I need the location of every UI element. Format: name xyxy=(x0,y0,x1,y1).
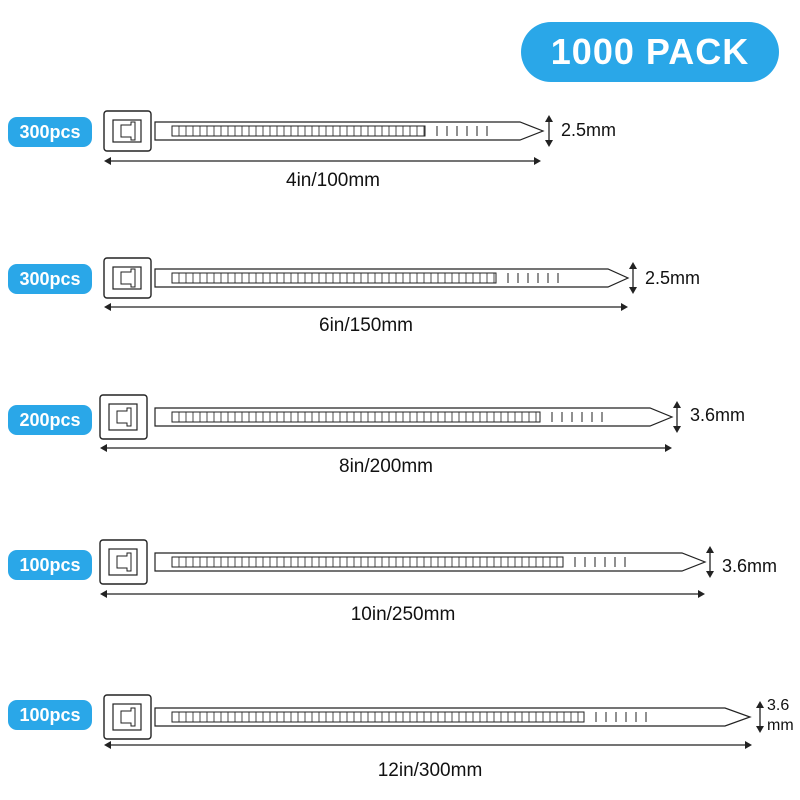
tie-head xyxy=(99,539,148,585)
tie-head-slot xyxy=(108,403,138,431)
length-arrow-left xyxy=(100,444,107,452)
tie-rack xyxy=(171,125,426,137)
tie-head xyxy=(103,110,152,152)
width-unit: mm xyxy=(767,717,794,734)
width-arrow-down xyxy=(756,726,764,733)
quantity-label: 100pcs xyxy=(19,554,81,575)
tie-head-slot xyxy=(112,266,142,290)
width-arrow-up xyxy=(545,115,553,122)
length-arrow-right xyxy=(534,157,541,165)
quantity-label: 200pcs xyxy=(19,409,81,430)
tie-rack xyxy=(171,556,564,568)
width-label-4in: 2.5mm xyxy=(561,120,617,140)
width-arrow-up xyxy=(673,401,681,408)
length-label-6in: 6in/150mm xyxy=(319,315,413,336)
width-arrow-up xyxy=(756,701,764,708)
length-arrow-left xyxy=(100,590,107,598)
tie-head-slot xyxy=(108,548,138,576)
width-label-6in: 2.5mm xyxy=(645,268,701,288)
length-label-8in: 8in/200mm xyxy=(339,456,433,477)
length-arrow-left xyxy=(104,741,111,749)
tie-head-pawl xyxy=(116,407,132,427)
tie-head xyxy=(103,257,152,299)
width-arrow-up xyxy=(706,546,714,553)
tie-rack xyxy=(171,711,585,723)
width-arrow-up xyxy=(629,262,637,269)
quantity-badge-8in: 200pcs xyxy=(8,405,92,435)
width-label-12in: 3.6 mm xyxy=(767,696,794,736)
tie-head-slot xyxy=(112,703,142,731)
quantity-badge-4in: 300pcs xyxy=(8,117,92,147)
width-label-10in: 3.6mm xyxy=(722,556,778,576)
width-arrow-down xyxy=(673,426,681,433)
width-label-8in: 3.6mm xyxy=(690,405,746,425)
length-arrow-right xyxy=(745,741,752,749)
length-arrow-right xyxy=(665,444,672,452)
tie-head xyxy=(99,394,148,440)
pack-count-badge: 1000 PACK xyxy=(521,22,779,82)
tie-rack xyxy=(171,272,497,284)
width-value: 3.6 xyxy=(767,697,790,714)
tie-head-pawl xyxy=(116,552,132,572)
quantity-label: 300pcs xyxy=(19,268,81,289)
tie-strap xyxy=(154,707,752,727)
length-label-12in: 12in/300mm xyxy=(377,760,483,781)
length-label-4in: 4in/100mm xyxy=(286,170,380,191)
length-arrow-right xyxy=(621,303,628,311)
quantity-label: 300pcs xyxy=(19,121,81,142)
quantity-badge-6in: 300pcs xyxy=(8,264,92,294)
pack-count-label: 1000 PACK xyxy=(550,31,750,72)
length-arrow-left xyxy=(104,303,111,311)
tie-head-pawl xyxy=(120,121,136,141)
tie-head-slot xyxy=(112,119,142,143)
quantity-badge-12in: 100pcs xyxy=(8,700,92,730)
width-arrow-down xyxy=(706,571,714,578)
tie-rack xyxy=(171,411,541,423)
width-arrow-down xyxy=(629,287,637,294)
length-arrow-left xyxy=(104,157,111,165)
length-label-10in: 10in/250mm xyxy=(350,604,456,625)
tie-head-pawl xyxy=(120,268,136,288)
tie-head xyxy=(103,694,152,740)
length-arrow-right xyxy=(698,590,705,598)
width-arrow-down xyxy=(545,140,553,147)
tie-head-pawl xyxy=(120,707,136,727)
quantity-badge-10in: 100pcs xyxy=(8,550,92,580)
quantity-label: 100pcs xyxy=(19,704,81,725)
